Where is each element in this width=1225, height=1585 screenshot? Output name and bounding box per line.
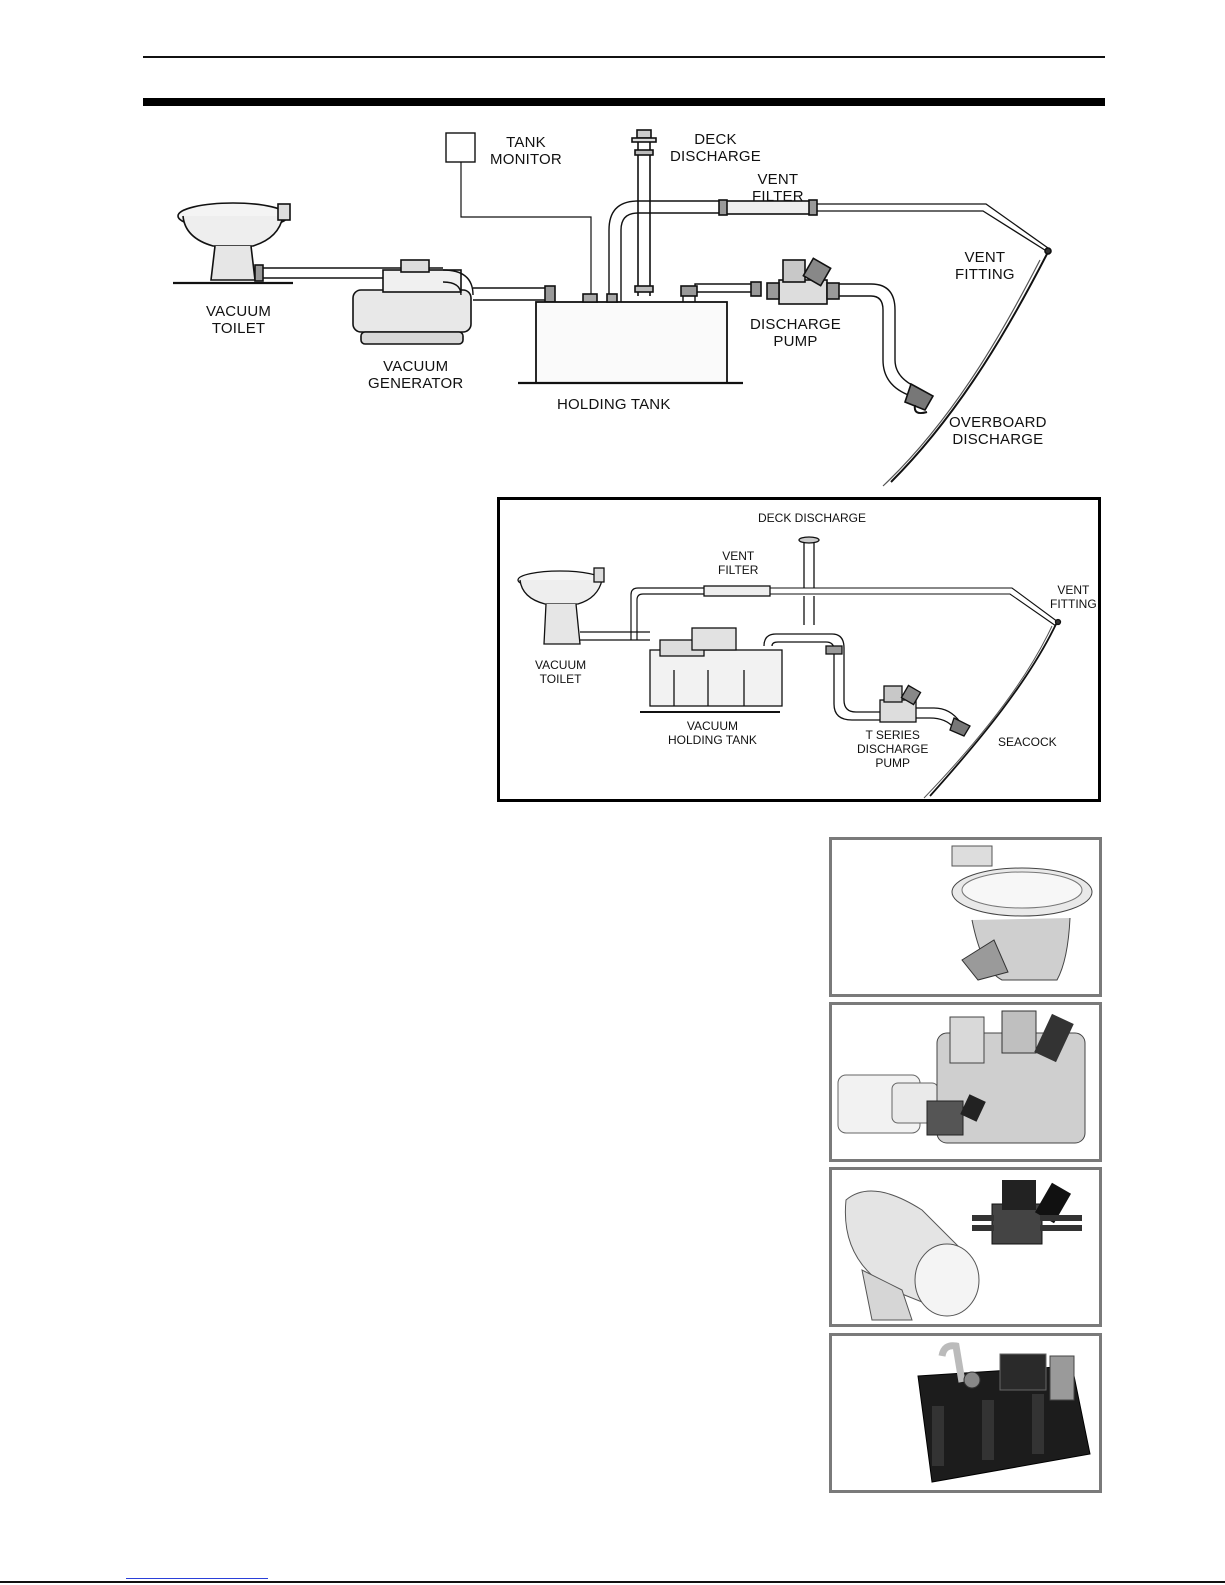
photo-vacuum-holding-tank bbox=[829, 1333, 1102, 1493]
label-t-series-discharge-pump-boxed: T SERIES DISCHARGE PUMP bbox=[857, 728, 928, 770]
boxed-diagram-drawing bbox=[500, 500, 1098, 799]
label-vent-fitting: VENT FITTING bbox=[955, 249, 1015, 283]
label-overboard-discharge: OVERBOARD DISCHARGE bbox=[949, 414, 1047, 448]
photo-vacuum-toilet bbox=[829, 837, 1102, 997]
label-holding-tank: HOLDING TANK bbox=[557, 396, 671, 413]
label-seacock-boxed: SEACOCK bbox=[998, 735, 1057, 749]
label-vent-filter: VENT FILTER bbox=[752, 171, 804, 205]
system-diagram-vacuum-holding-tank bbox=[497, 497, 1101, 802]
label-deck-discharge: DECK DISCHARGE bbox=[670, 131, 761, 165]
photo-vent-filter-and-pump bbox=[829, 1167, 1102, 1327]
footer-rule bbox=[0, 1581, 1225, 1583]
label-vacuum-toilet-boxed: VACUUM TOILET bbox=[535, 658, 586, 686]
label-vacuum-generator: VACUUM GENERATOR bbox=[368, 358, 463, 392]
label-vent-fitting-boxed: VENT FITTING bbox=[1050, 583, 1097, 611]
photo-vacuum-generator bbox=[829, 1002, 1102, 1162]
label-vacuum-holding-tank-boxed: VACUUM HOLDING TANK bbox=[668, 719, 757, 747]
label-vacuum-toilet: VACUUM TOILET bbox=[206, 303, 271, 337]
label-deck-discharge-boxed: DECK DISCHARGE bbox=[758, 511, 866, 525]
label-vent-filter-boxed: VENT FILTER bbox=[718, 549, 758, 577]
label-tank-monitor: TANK MONITOR bbox=[490, 134, 562, 168]
header-rule-thick bbox=[143, 98, 1105, 106]
footer-link-underline bbox=[126, 1578, 268, 1579]
header-rule-thin bbox=[143, 56, 1105, 58]
label-discharge-pump: DISCHARGE PUMP bbox=[750, 316, 841, 350]
